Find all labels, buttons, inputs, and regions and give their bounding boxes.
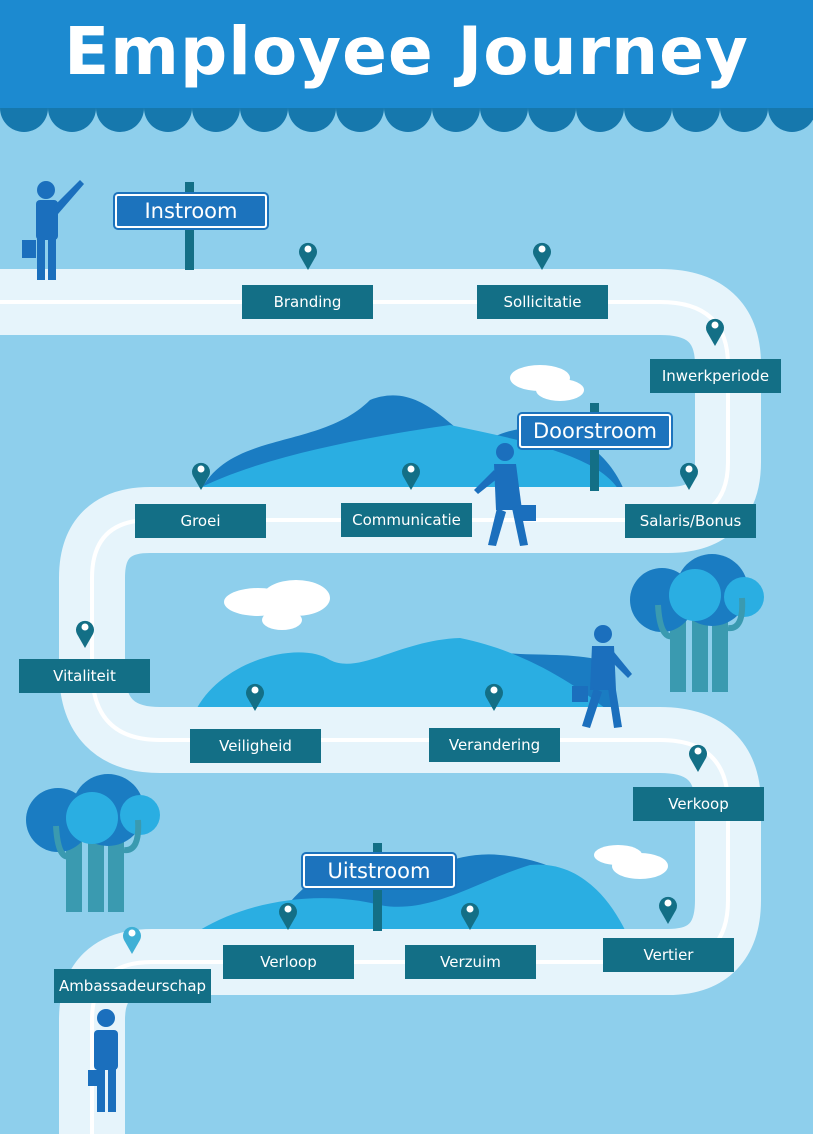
person-pointing <box>22 180 84 280</box>
step-label-vertier: Vertier <box>603 938 734 972</box>
step-label-verzuim: Verzuim <box>405 945 536 979</box>
stage-sign-instroom: Instroom <box>115 194 267 228</box>
pin-icon-branding <box>299 243 317 270</box>
trees-left <box>26 774 160 912</box>
step-label-branding: Branding <box>242 285 373 319</box>
step-label-vitaliteit: Vitaliteit <box>19 659 150 693</box>
step-label-verloop: Verloop <box>223 945 354 979</box>
cloud-2 <box>224 580 330 630</box>
stage-sign-doorstroom: Doorstroom <box>519 414 671 448</box>
step-label-communicatie: Communicatie <box>341 503 472 537</box>
step-label-groei: Groei <box>135 504 266 538</box>
cloud-1 <box>510 365 584 401</box>
step-label-ambassadeurschap: Ambassadeurschap <box>54 969 211 1003</box>
pin-icon-sollicitatie <box>533 243 551 270</box>
step-label-verkoop: Verkoop <box>633 787 764 821</box>
step-label-verandering: Verandering <box>429 728 560 762</box>
pin-icon-vertier <box>659 897 677 924</box>
step-label-sollicitatie: Sollicitatie <box>477 285 608 319</box>
step-label-inwerkperiode: Inwerkperiode <box>650 359 781 393</box>
cloud-3 <box>594 845 668 879</box>
step-label-salaris-bonus: Salaris/Bonus <box>625 504 756 538</box>
page-title: Employee Journey <box>0 6 813 98</box>
stage-sign-uitstroom: Uitstroom <box>303 854 455 888</box>
trees-right <box>630 554 764 692</box>
step-label-veiligheid: Veiligheid <box>190 729 321 763</box>
